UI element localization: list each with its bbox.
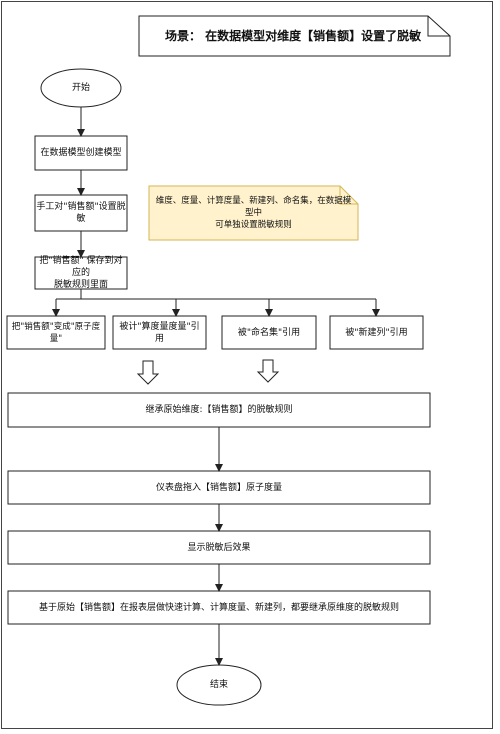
diagram-title: 场景： 在数据模型对维度【销售额】设置了脱敏 xyxy=(165,29,422,43)
branch-atomic-box[interactable] xyxy=(6,315,106,350)
branch-calc-box[interactable] xyxy=(112,315,207,350)
hollow-arrow-left xyxy=(136,360,160,385)
branch-newcol-label: 被"新建列"引用 xyxy=(345,327,408,338)
branch-atomic-label: 把"销售额"变成"原子度量" xyxy=(11,321,101,344)
note-label: 维度、度量、计算度量、新建列、命名集，在数据模型中 可单独设置脱敏规则 xyxy=(155,196,352,230)
end-label: 结束 xyxy=(209,680,228,690)
branch-named-box[interactable] xyxy=(221,315,317,350)
branch-newcol-box[interactable] xyxy=(329,315,424,350)
branch-named-label: 被"命名集"引用 xyxy=(237,327,301,338)
branch-calc-label: 被计"算度量度量"引用 xyxy=(119,321,200,344)
create-model-box[interactable] xyxy=(34,135,128,171)
save-rule-box[interactable] xyxy=(34,256,128,290)
show-effect-label: 显示脱敏后效果 xyxy=(187,542,251,553)
report-layer-label: 基于原始【销售额】在报表层做快速计算、计算度量、新建列，都要继承原维度的脱敏规则 xyxy=(38,602,399,613)
page-frame xyxy=(1,1,493,729)
connectors xyxy=(52,107,380,666)
create-model-label: 在数据模型创建模型 xyxy=(40,148,122,158)
inherit-box[interactable] xyxy=(7,392,431,428)
inherit-label: 继承原始维度:【销售额】的脱敏规则 xyxy=(145,405,293,415)
note-box[interactable] xyxy=(148,185,359,241)
start-label: 开始 xyxy=(71,83,90,93)
hollow-arrow-right xyxy=(256,359,280,383)
title-box[interactable] xyxy=(138,15,451,57)
title-box-fold xyxy=(427,16,450,37)
dashboard-drag-box[interactable] xyxy=(7,470,431,505)
manual-set-label: 手工对"销售额"设置脱敏 xyxy=(36,202,126,224)
dashboard-drag-label: 仪表盘拖入【销售额】原子度量 xyxy=(155,482,282,493)
note-fold xyxy=(339,186,358,205)
save-rule-label: 把"销售额" 保存到对应的 脱敏规则里面 xyxy=(39,256,123,290)
